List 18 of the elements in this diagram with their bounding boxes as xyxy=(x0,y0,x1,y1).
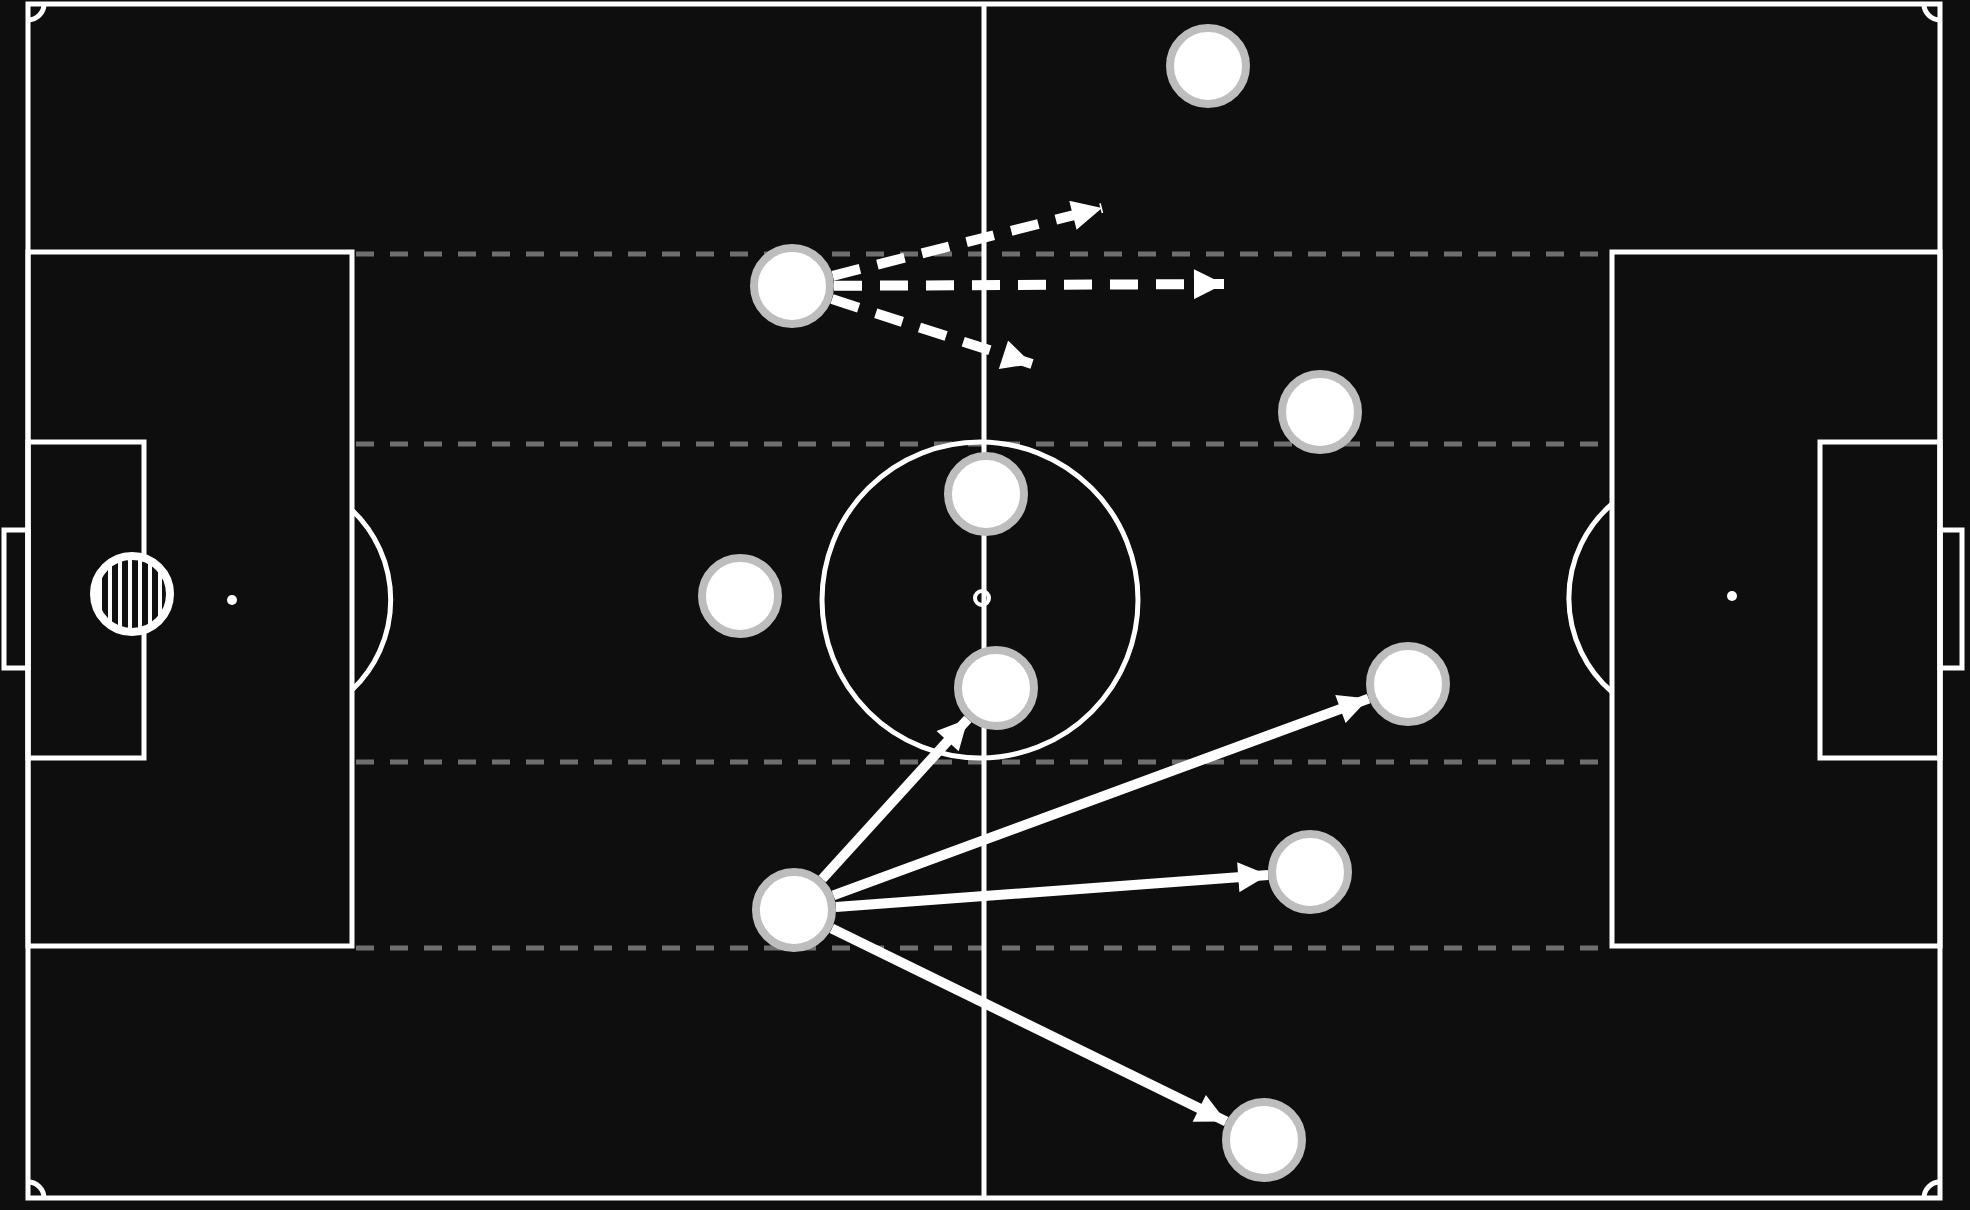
player-marker xyxy=(1278,370,1362,454)
player-marker xyxy=(752,868,836,952)
dashed-arrow xyxy=(830,294,1034,369)
player-marker xyxy=(1268,830,1352,914)
player-marker xyxy=(750,244,834,328)
striped-player-marker xyxy=(90,552,174,636)
player-marker xyxy=(954,646,1038,730)
player-marker xyxy=(944,452,1028,536)
dashed-arrow xyxy=(833,269,1225,300)
player-marker xyxy=(1166,24,1250,108)
arrow xyxy=(831,693,1371,901)
player-marker xyxy=(698,554,782,638)
dashed-arrow xyxy=(831,200,1104,281)
player-marker xyxy=(1222,1098,1306,1182)
arrow xyxy=(829,923,1229,1127)
arrow xyxy=(835,862,1269,912)
player-marker xyxy=(1366,642,1450,726)
arrow xyxy=(818,715,972,883)
